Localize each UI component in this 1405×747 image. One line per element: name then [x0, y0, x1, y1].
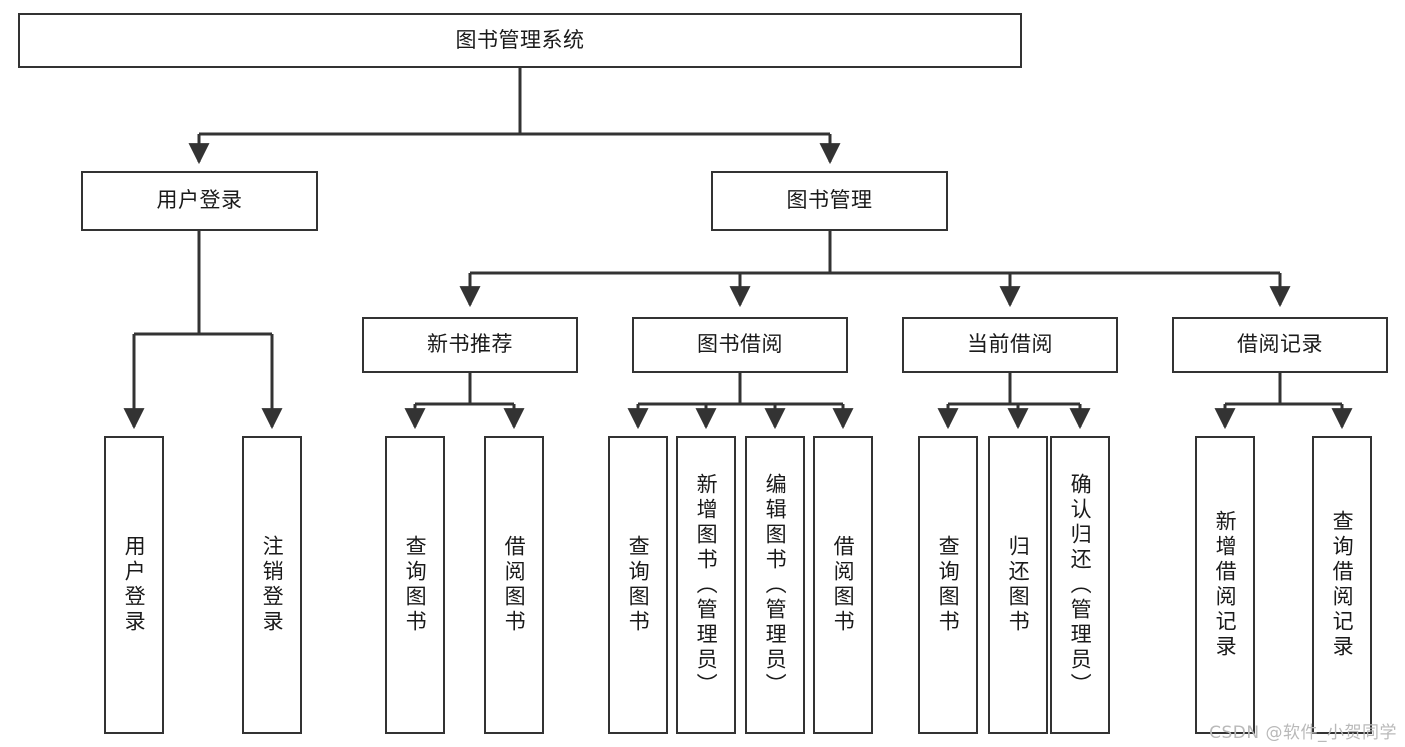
- leaf-new-book-borrow[interactable]: 借阅图书: [484, 436, 544, 734]
- node-label: 新书推荐: [427, 332, 513, 357]
- node-label: 查询借阅记录: [1330, 510, 1355, 660]
- leaf-record-add-borrow-record[interactable]: 新增借阅记录: [1195, 436, 1255, 734]
- node-new-book-recommend[interactable]: 新书推荐: [362, 317, 578, 373]
- node-label: 图书管理系统: [455, 27, 585, 52]
- node-label: 当前借阅: [967, 332, 1053, 357]
- leaf-borrow-edit-book-admin[interactable]: 编辑图书（管理员）: [745, 436, 805, 734]
- node-label: 归还图书: [1006, 535, 1031, 635]
- node-label: 确认归还（管理员）: [1068, 472, 1093, 698]
- watermark-text: CSDN @软件_小贺同学: [1209, 723, 1397, 743]
- leaf-user-login-signin[interactable]: 用户登录: [104, 436, 164, 734]
- node-label: 用户登录: [156, 188, 243, 213]
- node-label: 用户登录: [122, 535, 147, 635]
- node-label: 新增图书（管理员）: [694, 472, 719, 698]
- node-label: 新增借阅记录: [1213, 510, 1238, 660]
- node-borrow-record[interactable]: 借阅记录: [1172, 317, 1388, 373]
- leaf-user-login-signout[interactable]: 注销登录: [242, 436, 302, 734]
- leaf-current-query-book[interactable]: 查询图书: [918, 436, 978, 734]
- node-label: 图书借阅: [697, 332, 783, 357]
- node-label: 查询图书: [936, 535, 961, 635]
- node-label: 编辑图书（管理员）: [763, 472, 788, 698]
- node-label: 注销登录: [260, 535, 285, 635]
- node-current-borrow[interactable]: 当前借阅: [902, 317, 1118, 373]
- node-user-login[interactable]: 用户登录: [81, 171, 318, 231]
- leaf-borrow-add-book-admin[interactable]: 新增图书（管理员）: [676, 436, 736, 734]
- node-label: 借阅记录: [1237, 332, 1323, 357]
- node-label: 借阅图书: [831, 535, 856, 635]
- node-root-library-system[interactable]: 图书管理系统: [18, 13, 1022, 68]
- leaf-record-query-borrow-record[interactable]: 查询借阅记录: [1312, 436, 1372, 734]
- node-label: 查询图书: [403, 535, 428, 635]
- leaf-current-confirm-return-admin[interactable]: 确认归还（管理员）: [1050, 436, 1110, 734]
- node-book-management[interactable]: 图书管理: [711, 171, 948, 231]
- node-label: 图书管理: [786, 188, 873, 213]
- leaf-borrow-borrow-book[interactable]: 借阅图书: [813, 436, 873, 734]
- leaf-new-book-query[interactable]: 查询图书: [385, 436, 445, 734]
- node-label: 借阅图书: [502, 535, 527, 635]
- node-label: 查询图书: [626, 535, 651, 635]
- node-book-borrow[interactable]: 图书借阅: [632, 317, 848, 373]
- leaf-borrow-query-book[interactable]: 查询图书: [608, 436, 668, 734]
- leaf-current-return-book[interactable]: 归还图书: [988, 436, 1048, 734]
